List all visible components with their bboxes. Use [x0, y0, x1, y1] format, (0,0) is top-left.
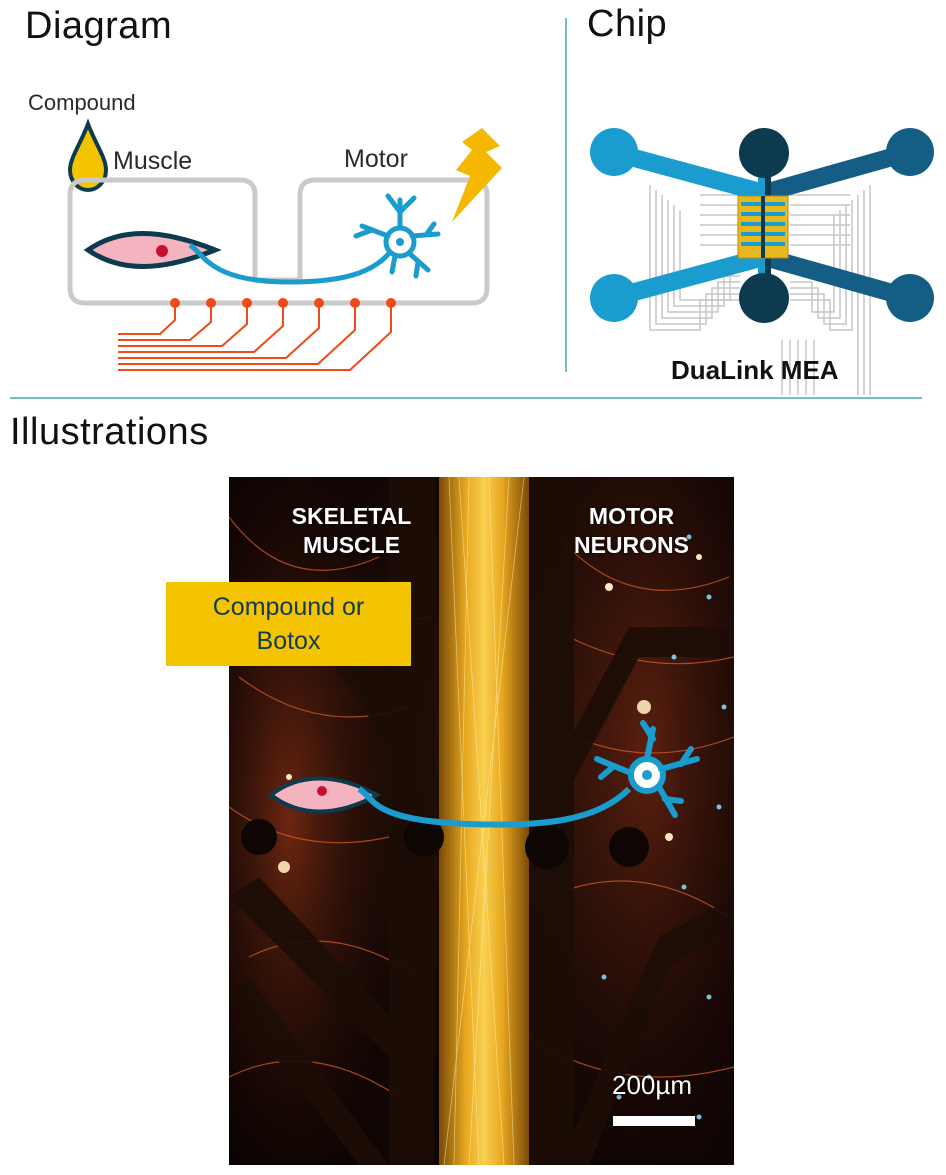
motor-neurons-line2: NEURONS [573, 532, 689, 558]
compound-drop-icon [67, 118, 109, 193]
scale-bar-label: 200µm [612, 1070, 693, 1100]
skeletal-muscle-line2: MUSCLE [302, 532, 401, 558]
chip-wells [590, 128, 934, 323]
diagram-title: Diagram [25, 5, 173, 47]
muscle-label: Muscle [113, 147, 193, 175]
muscle-cell-icon [83, 231, 222, 269]
axon-line [188, 242, 398, 285]
callout-line2: Botox [256, 627, 321, 655]
illustrations-title: Illustrations [10, 411, 209, 453]
stimulation-lightning-icon [452, 128, 502, 222]
electrode-array [118, 303, 392, 371]
electrode-pads [170, 298, 396, 308]
chip-well-top-left [590, 128, 638, 176]
scale-bar [613, 1116, 695, 1126]
chip-illustration [590, 128, 934, 395]
muscle-nucleus [156, 245, 168, 257]
chip-title: Chip [587, 3, 668, 45]
photo-axon-line [357, 786, 632, 828]
skeletal-muscle-label: SKELETAL MUSCLE [284, 502, 419, 560]
motor-neurons-label: MOTOR NEURONS [564, 502, 699, 560]
callout-line1: Compound or [212, 593, 365, 621]
microscopy-drawing [229, 477, 734, 1165]
chip-well-bottom-center [739, 273, 789, 323]
chip-well-bottom-right [886, 274, 934, 322]
motor-neuron-icon [353, 193, 441, 279]
compound-callout: Compound or Botox [166, 582, 411, 666]
diagram-illustration [10, 18, 922, 399]
skeletal-muscle-line1: SKELETAL [291, 503, 412, 529]
chip-well-top-center [739, 128, 789, 178]
chip-well-top-right [886, 128, 934, 176]
chip-name: DuaLink MEA [671, 355, 839, 385]
chip-electrode-block [737, 195, 789, 259]
motor-label: Motor [344, 145, 408, 173]
chip-well-bottom-left [590, 274, 638, 322]
photo-neuron-icon [594, 720, 700, 818]
motor-neurons-line1: MOTOR [588, 503, 675, 529]
compound-label: Compound [28, 90, 136, 115]
microscopy-image: SKELETAL MUSCLE MOTOR NEURONS 200µm [229, 477, 734, 1165]
